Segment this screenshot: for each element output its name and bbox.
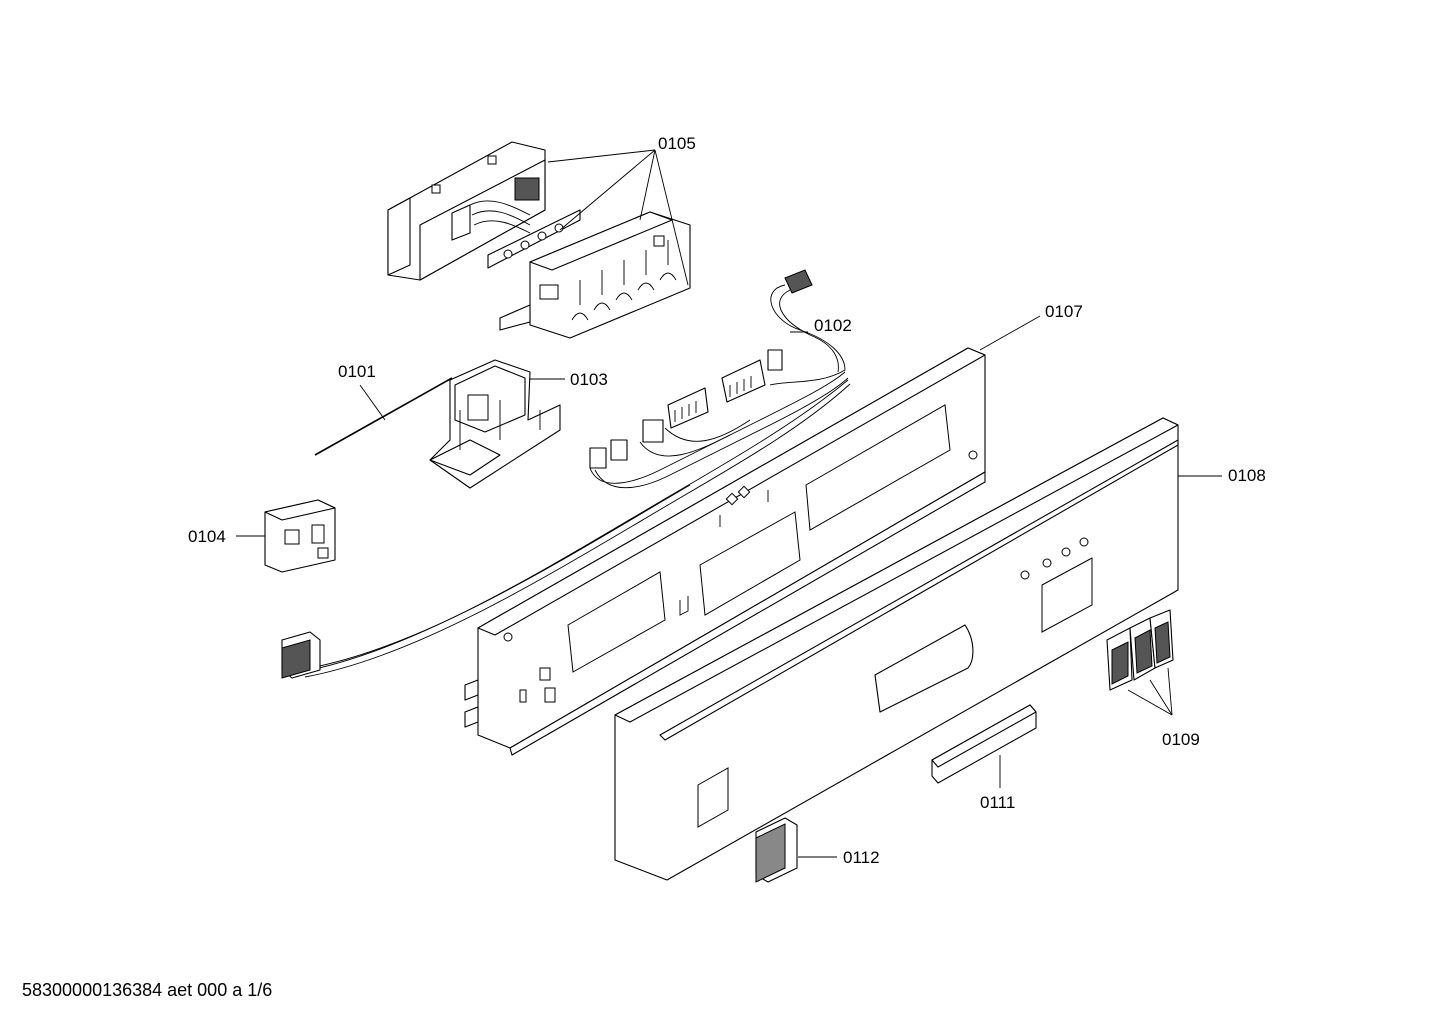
part-0105-bracket[interactable]: [387, 141, 546, 281]
part-0102-cable-harness[interactable]: [299, 269, 851, 678]
part-0112-cap[interactable]: [755, 817, 798, 883]
part-0111-strip[interactable]: [931, 704, 1037, 784]
leader-lines: [236, 149, 1222, 858]
part-0109-buttons[interactable]: [1106, 609, 1174, 691]
label-0101: 0101: [338, 362, 376, 381]
label-0107: 0107: [1045, 302, 1083, 321]
part-0105-key-module[interactable]: [499, 211, 691, 339]
label-0102: 0102: [814, 316, 852, 335]
label-0111: 0111: [980, 793, 1015, 812]
label-0112: 0112: [843, 848, 880, 867]
part-0112-connector-left[interactable]: [281, 631, 321, 679]
part-0104-switch[interactable]: [264, 499, 336, 573]
label-0109: 0109: [1162, 730, 1200, 749]
label-0103: 0103: [570, 370, 608, 389]
drawing-number: 58300000136384 aet 000 a 1/6: [22, 980, 273, 1000]
label-0105: 0105: [658, 134, 696, 153]
label-0108: 0108: [1228, 466, 1266, 485]
part-0105-board[interactable]: [487, 209, 581, 269]
part-0107-inner-panel[interactable]: [464, 347, 986, 756]
part-0101-rod[interactable]: [314, 377, 453, 456]
part-0108-front-panel[interactable]: [614, 417, 1179, 881]
part-0103-bracket[interactable]: [429, 359, 561, 489]
label-0104: 0104: [188, 527, 226, 546]
